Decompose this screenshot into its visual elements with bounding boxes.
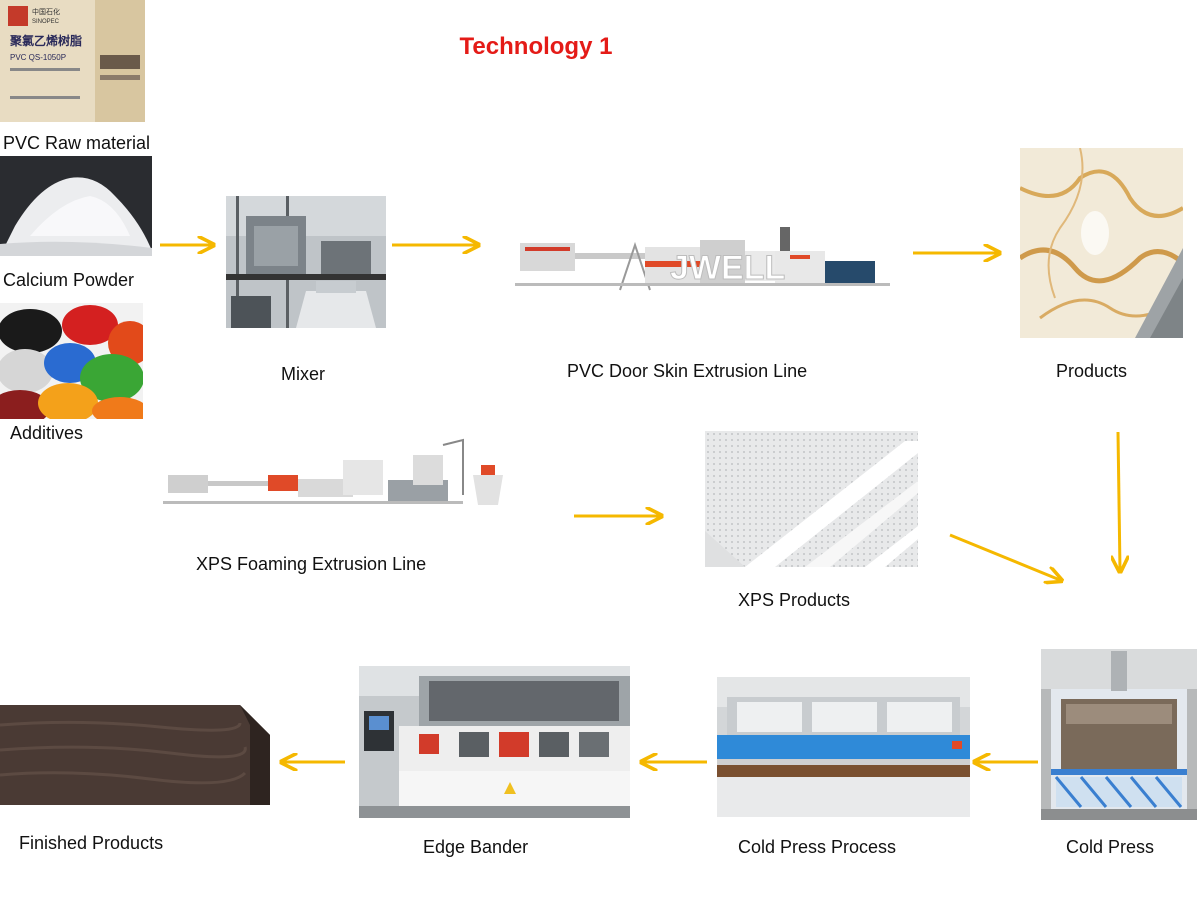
additives-image — [0, 303, 143, 419]
products-image — [1020, 148, 1183, 338]
cold-press-process-image — [717, 677, 970, 817]
label-finished-products: Finished Products — [19, 833, 164, 853]
label-calcium-powder: Calcium Powder — [3, 270, 135, 290]
label-edge-bander: Edge Bander — [423, 837, 529, 857]
page-title: Technology 1 — [459, 33, 613, 60]
label-cold-press-process: Cold Press Process — [738, 837, 897, 857]
xps-foaming-line-image — [163, 435, 515, 527]
machine-watermark: JWELL — [670, 249, 785, 287]
arrow-products-down — [1118, 431, 1120, 570]
arrow-xps-products-to-cold-press — [949, 533, 1060, 580]
label-pvc-door-skin-line: PVC Door Skin Extrusion Line — [567, 361, 808, 381]
label-xps-foaming-line: XPS Foaming Extrusion Line — [196, 554, 427, 574]
pvc-raw-material-image: 中国石化 SINOPEC 聚氯乙烯树脂 PVC QS-1050P — [0, 0, 145, 122]
finished-products-image — [0, 705, 270, 805]
cold-press-image — [1041, 649, 1197, 820]
label-products: Products — [1056, 361, 1128, 381]
xps-products-image — [705, 431, 918, 567]
bag-brand: SINOPEC — [32, 19, 60, 25]
bag-grade: PVC QS-1050P — [10, 53, 66, 62]
label-additives: Additives — [10, 423, 84, 443]
label-xps-products: XPS Products — [738, 590, 851, 610]
bag-product-cn: 聚氯乙烯树脂 — [9, 33, 82, 48]
edge-bander-image — [359, 666, 630, 818]
mixer-image — [226, 196, 386, 328]
calcium-powder-image — [0, 156, 152, 256]
label-pvc-raw-material: PVC Raw material — [3, 133, 151, 153]
bag-brand-cn: 中国石化 — [32, 7, 60, 16]
label-mixer: Mixer — [281, 364, 325, 384]
pvc-door-skin-line-image: JWELL — [515, 225, 890, 305]
label-cold-press: Cold Press — [1066, 837, 1155, 857]
